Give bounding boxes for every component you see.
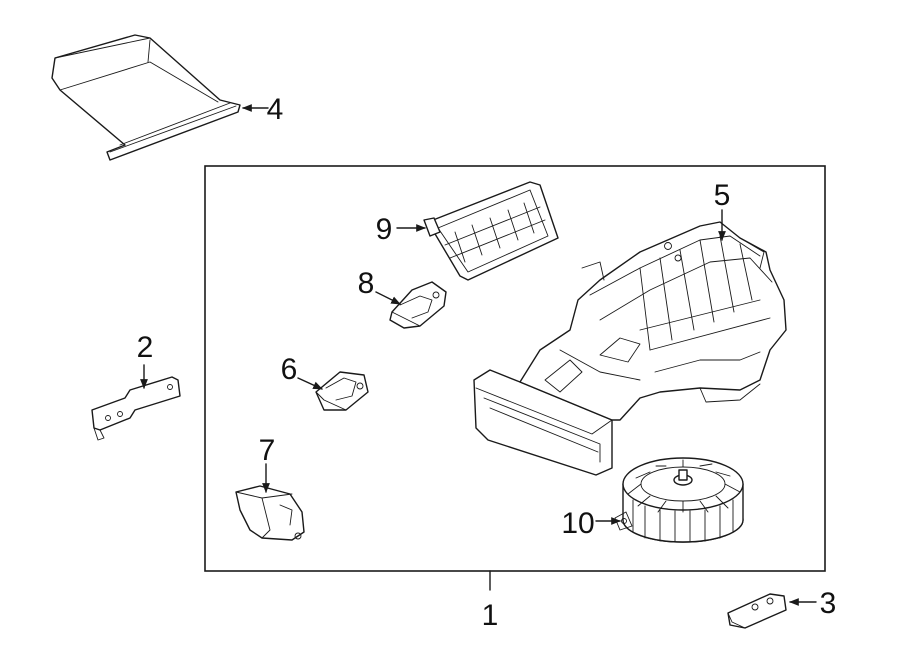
callout-2: 2 [137, 331, 154, 364]
arrow-8 [375, 291, 401, 305]
part-2-bracket [91, 376, 181, 441]
callout-10: 10 [561, 507, 594, 540]
part-6-actuator [315, 371, 369, 411]
callout-6: 6 [281, 353, 298, 386]
part-7-module [235, 485, 305, 541]
part-10-blower-motor [614, 457, 744, 543]
part-5-hvac-case [473, 221, 787, 476]
part-8-actuator [389, 281, 447, 329]
part-9-evaporator [423, 181, 559, 281]
callout-4: 4 [267, 93, 284, 126]
callout-7: 7 [259, 434, 276, 467]
callout-1: 1 [482, 599, 499, 632]
callout-9: 9 [376, 213, 393, 246]
callout-3: 3 [820, 587, 837, 620]
callout-8: 8 [358, 267, 375, 300]
part-4-air-filter [51, 34, 241, 161]
arrow-6 [297, 377, 323, 390]
assembly-frame [204, 165, 826, 572]
callout-5: 5 [714, 179, 731, 212]
part-3-plate [727, 593, 787, 629]
